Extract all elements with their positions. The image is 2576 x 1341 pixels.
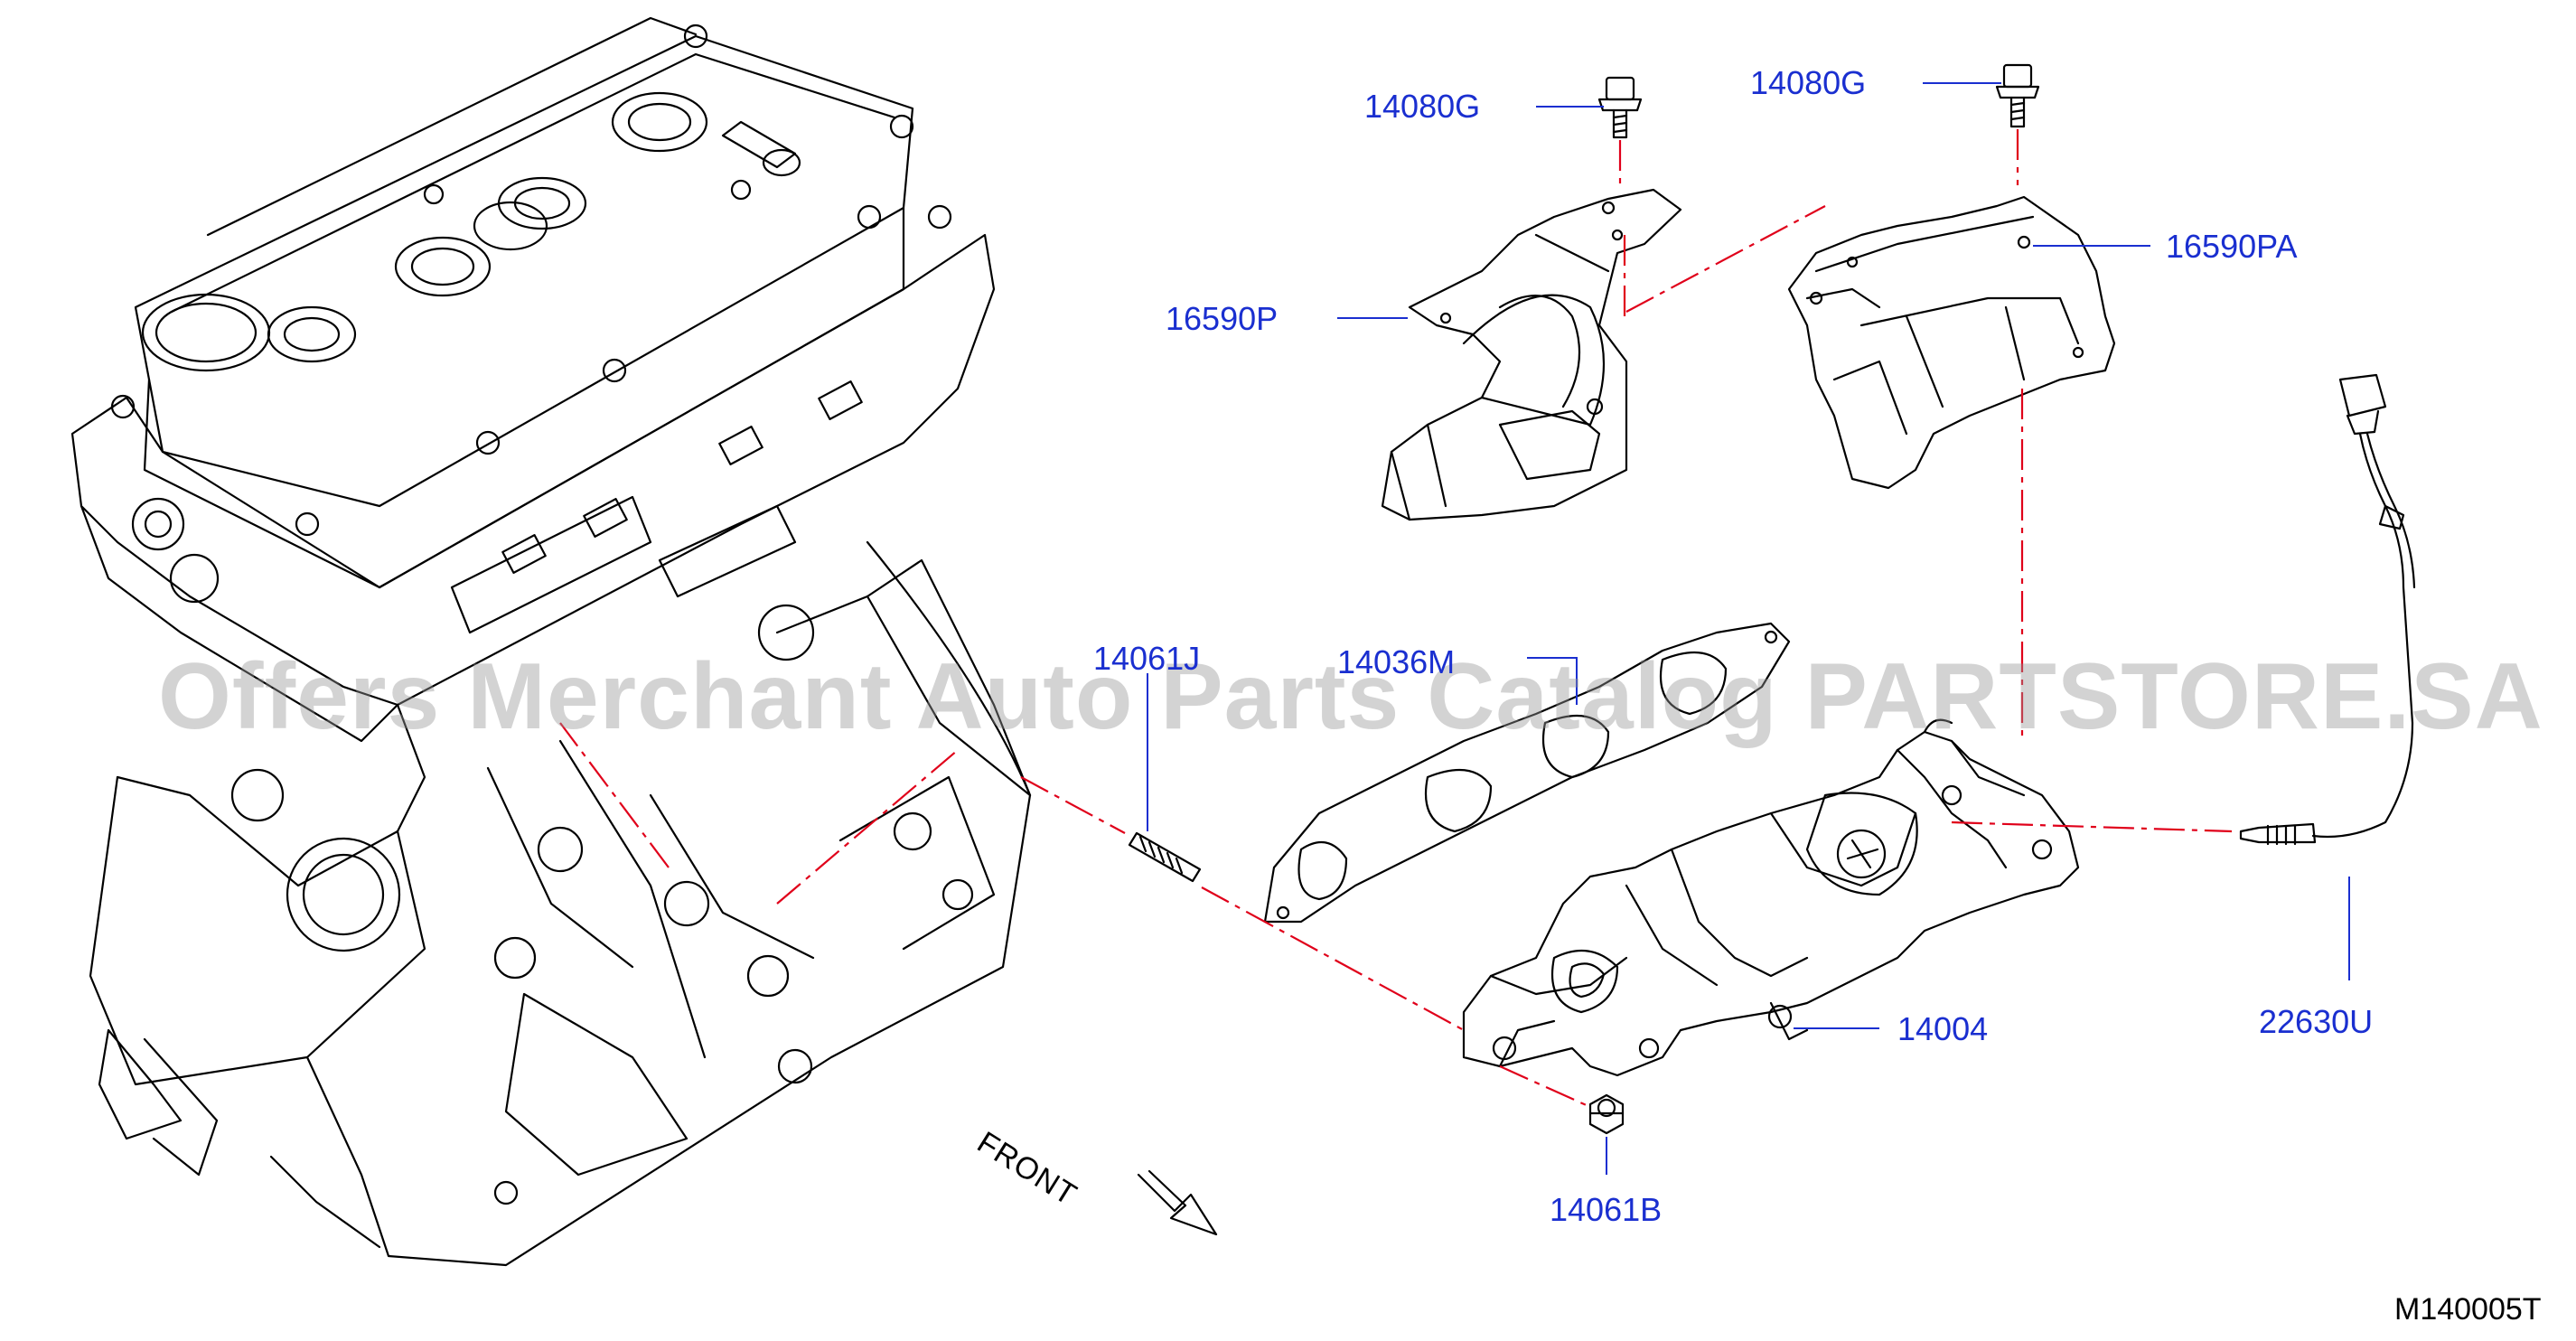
- part-label-14061j[interactable]: 14061J: [1093, 640, 1201, 677]
- part-label-16590pa[interactable]: 16590PA: [2166, 228, 2298, 265]
- callout-line-gasket: [1527, 657, 1578, 705]
- engine-block: [70, 16, 1032, 1267]
- stud: [1128, 831, 1202, 883]
- part-label-16590p[interactable]: 16590P: [1166, 300, 1279, 337]
- part-label-14080g-right[interactable]: 14080G: [1750, 64, 1867, 101]
- exhaust-manifold: [1462, 718, 2080, 1077]
- part-label-14036m[interactable]: 14036M: [1337, 643, 1456, 680]
- nut: [1588, 1093, 1625, 1135]
- heat-shield-left: [1381, 188, 1682, 521]
- watermark: Offers Merchant Auto Parts Catalog PARTS…: [158, 644, 2543, 749]
- heat-shield-right: [1787, 195, 2116, 490]
- diagram-code: M140005T: [2394, 1292, 2542, 1327]
- gasket: [1263, 622, 1791, 924]
- bolt-left: [1597, 76, 1643, 139]
- part-label-22630u[interactable]: 22630U: [2259, 1003, 2374, 1040]
- sensor: [2239, 373, 2416, 846]
- part-label-14080g-left[interactable]: 14080G: [1364, 88, 1481, 125]
- front-arrow-icon: [1137, 1169, 1218, 1236]
- part-label-14004[interactable]: 14004: [1897, 1010, 1989, 1047]
- part-label-14061b[interactable]: 14061B: [1550, 1191, 1663, 1228]
- bolt-right: [1995, 63, 2040, 128]
